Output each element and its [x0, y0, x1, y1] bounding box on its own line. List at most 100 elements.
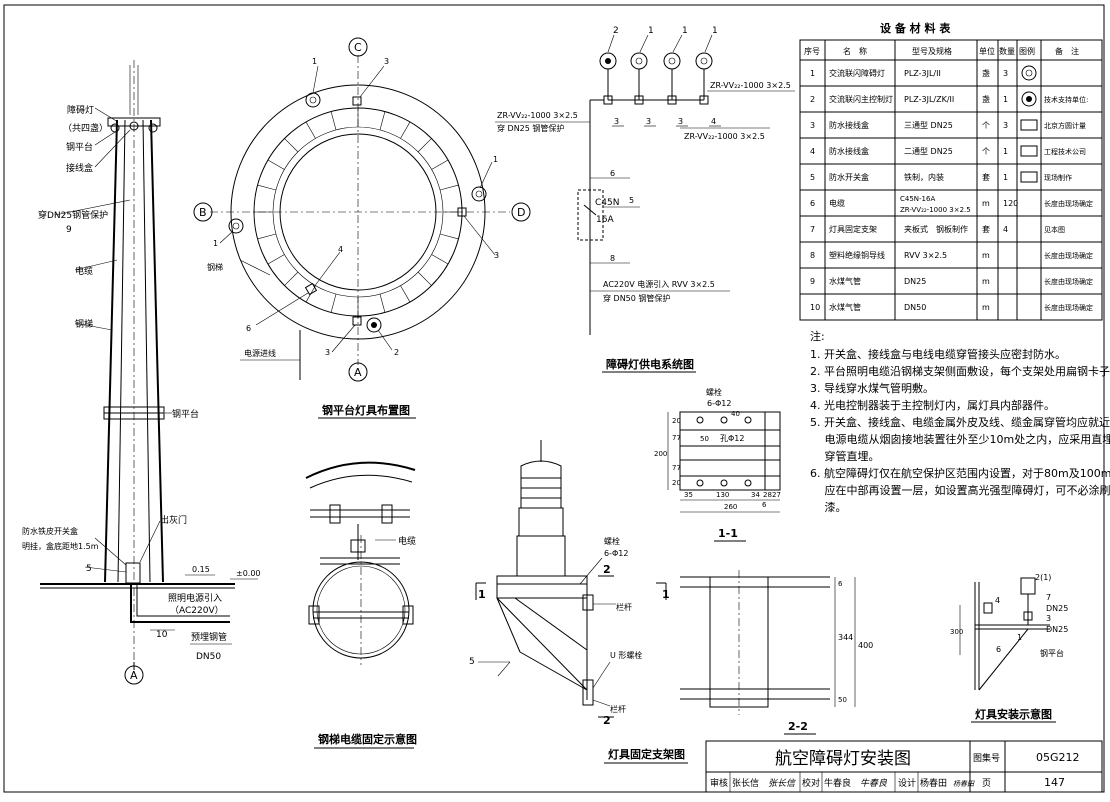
plan-grating-line: [431, 159, 449, 170]
table-cell-unit: m: [982, 277, 990, 286]
page-no: 147: [1044, 776, 1065, 789]
plan-grating-line: [379, 111, 386, 130]
s11-bolt-spec: 6-Φ12: [707, 399, 731, 408]
table-cell-spec: 铁制，内装: [904, 172, 944, 182]
bracket-detail: 2 2 1 1 螺栓 6-Φ12 栏杆 U 形螺栓 栏杆 5 灯具固定支架图: [469, 440, 688, 764]
chimney-elevation: A 障碍灯 （共四盏） 钢平台 接线盒 穿DN25钢管保护 9 电缆 钢梯 钢平…: [22, 60, 261, 685]
th-remark: 备 注: [1055, 46, 1079, 56]
table-cell-spec: 二通型 DN25: [904, 146, 953, 156]
s11-caption: 1-1: [718, 527, 738, 540]
plan-grating-line: [431, 254, 449, 265]
sys-n3c: 3: [678, 117, 683, 126]
plan-grating-line: [440, 233, 459, 240]
plan-grating-line: [417, 271, 432, 286]
bracket-caption: 灯具固定支架图: [608, 747, 685, 761]
th-no: 序号: [804, 46, 820, 56]
note-line: 4. 光电控制器装于主控制灯内，属灯具内部器件。: [810, 398, 1055, 412]
plan-grating-line: [400, 285, 411, 303]
plan-grating-line: [257, 184, 276, 191]
bracket-bolt: 螺栓: [604, 536, 620, 546]
table-title: 设 备 材 料 表: [880, 21, 951, 35]
s11-bolt: 螺栓: [706, 387, 722, 397]
th-qty: 数量: [999, 46, 1015, 56]
s22-d6: 6: [838, 580, 843, 588]
sig-check-sig: 牛春良: [860, 778, 888, 789]
s11-d50: 50: [700, 435, 709, 443]
bracket-sec1-l: 1: [478, 588, 486, 601]
chimney-power-in: 照明电源引入: [168, 592, 222, 604]
table-cell-spec: DN25: [904, 277, 926, 286]
sys-n5: 5: [629, 196, 634, 205]
s11-d34: 34: [751, 491, 760, 499]
plan-n2: 2: [394, 348, 399, 357]
chimney-power-ac: （AC220V）: [170, 605, 224, 616]
plan-grating-line: [330, 294, 337, 313]
table-cell-no: 3: [810, 121, 815, 130]
table-cell-no: 7: [810, 225, 815, 234]
bracket-n5: 5: [469, 657, 475, 667]
inst-d300: 300: [950, 628, 963, 636]
plan-n1b: 1: [493, 155, 498, 164]
note-line: 5. 开关盒、接线盒、电缆金属外皮及线、缆金属穿管均应就近接地，: [810, 415, 1110, 429]
table-cell-qty: 1: [1003, 95, 1008, 104]
platform-plan: C B D A 1 3 1 3 1 4 钢梯 6 3 2 电源进线 钢平台灯具布…: [193, 37, 531, 419]
bracket-bolt-spec: 6-Φ12: [604, 549, 628, 558]
title-block: 航空障碍灯安装图 图集号 05G212 页 147 审核 张长信 张长信 校对 …: [705, 740, 1103, 793]
table-cell-remark: 长度由现场确定: [1044, 251, 1093, 260]
inst-n2: 2(1): [1035, 573, 1051, 582]
table-cell-unit: m: [982, 251, 990, 260]
bracket-sec-bot: 2: [603, 714, 611, 727]
sys-n1c: 1: [712, 26, 718, 36]
power-system: 2 1 1 1 ZR-VV₂₂-1000 3×2.5 ZR-VV₂₂-1000 …: [495, 26, 795, 373]
sig-design-name: 杨春田: [920, 777, 947, 789]
table-cell-remark: 长度由现场确定: [1044, 199, 1093, 208]
sys-cable1: ZR-VV₂₂-1000 3×2.5: [710, 81, 791, 90]
chimney-lbl10: 10: [156, 630, 168, 640]
sys-caption: 障碍灯供电系统图: [606, 357, 694, 371]
note-line: 应在中部再设置一层，如设置高光强型障碍灯，可不必涂刷色标: [810, 483, 1110, 497]
plan-grating-line: [440, 184, 459, 191]
s11-d260: 260: [724, 503, 737, 511]
chimney-lamp-label: 障碍灯: [67, 104, 94, 116]
s11-d130: 130: [716, 491, 729, 499]
s11-d40: 40: [731, 410, 740, 418]
th-unit: 单位: [979, 46, 995, 56]
chimney-lamp-count: （共四盏）: [63, 122, 108, 134]
table-cell-unit: 个: [982, 147, 990, 156]
s11-d20b: 20: [672, 479, 681, 487]
section-1-1: 螺栓 6-Φ12 40 孔Φ12 50 20 77 77 20 200 35 1…: [654, 387, 781, 542]
plan-n3c: 3: [325, 348, 330, 357]
page-label: 页: [982, 778, 991, 789]
plan-axis-d: [511, 202, 531, 222]
s22-caption: 2-2: [788, 720, 808, 733]
plan-grating-line: [400, 121, 411, 139]
table-cell-remark: 北京方圆计量: [1044, 121, 1086, 130]
s11-d77b: 77: [672, 464, 681, 472]
note-line: 6. 航空障碍灯仅在航空保护区范围内设置，对于80m及100m 烟囱，: [810, 466, 1110, 480]
s11-d77a: 77: [672, 434, 681, 442]
bracket-rail2: 栏杆: [610, 704, 626, 714]
table-cell-spec: RVV 3×2.5: [904, 251, 947, 260]
table-cell-no: 2: [810, 95, 815, 104]
s11-d35: 35: [684, 491, 693, 499]
plan-n1a: 1: [312, 57, 317, 66]
atlas-no: 05G212: [1036, 751, 1080, 764]
plan-grating-line: [284, 138, 299, 153]
chimney-elev2: ±0.00: [236, 569, 261, 578]
sys-cable3: ZR-VV₂₂-1000 3×2.5: [684, 132, 765, 141]
s11-hole: 孔Φ12: [720, 434, 744, 443]
plan-axis-c: [348, 37, 368, 57]
table-cell-unit: 个: [982, 121, 990, 130]
inst-n3: 3: [1046, 614, 1051, 623]
s11-d20: 20: [672, 417, 681, 425]
plan-n1c: 1: [213, 239, 218, 248]
sys-breaker-a: 16A: [596, 215, 614, 225]
note-line: 穿管直埋。: [810, 449, 880, 463]
chimney-switch-box: 防水铁皮开关盒: [22, 526, 78, 536]
lamp-legend-icon: [1021, 65, 1037, 81]
chimney-ash-door: 出灰门: [160, 514, 187, 526]
plan-power-in: 电源进线: [244, 348, 276, 358]
axis-a-label: A: [130, 669, 138, 682]
clamp-caption: 钢梯电缆固定示意图: [318, 732, 417, 746]
table-cell-no: 4: [810, 147, 815, 156]
